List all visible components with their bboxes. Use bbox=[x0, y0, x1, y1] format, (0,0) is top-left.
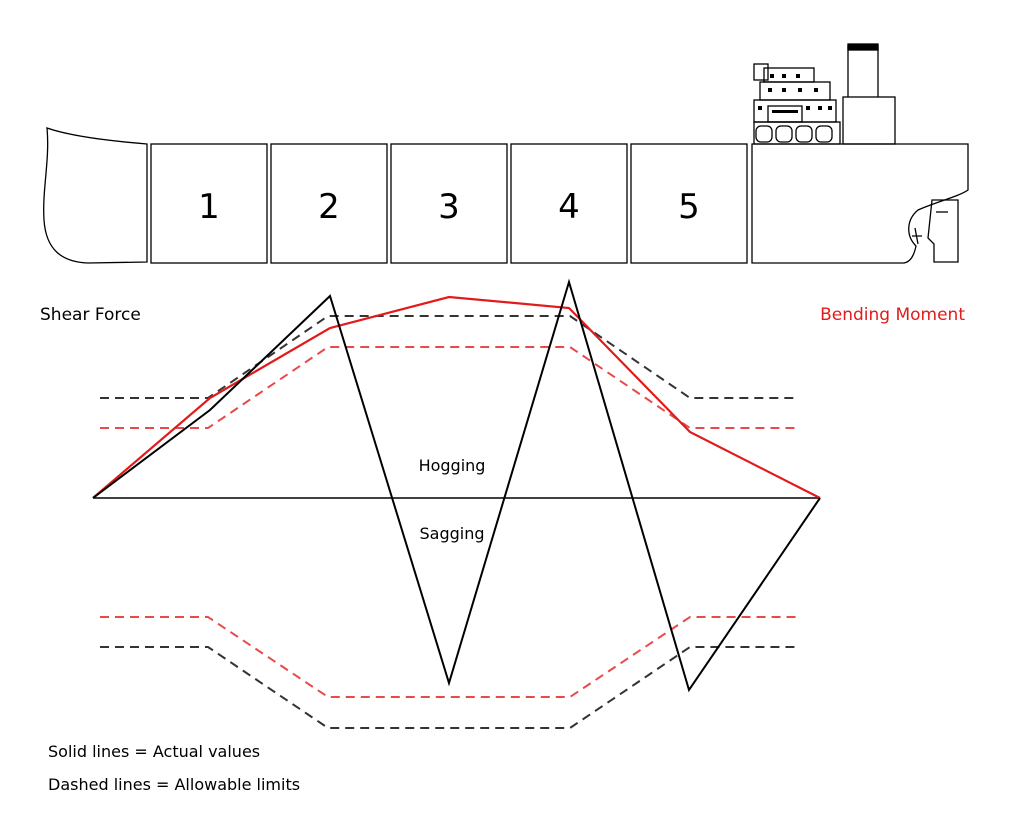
bending-moment-curve bbox=[92, 295, 821, 499]
bending-limit-upper bbox=[100, 346, 798, 429]
hold-label-4: 4 bbox=[558, 187, 580, 227]
hogging-label: Hogging bbox=[419, 456, 486, 475]
sagging-label: Sagging bbox=[419, 524, 484, 543]
bending-limit-lower bbox=[100, 616, 798, 698]
hold-2 bbox=[270, 143, 388, 264]
ship-outline bbox=[43, 43, 969, 264]
bridge-top bbox=[753, 63, 769, 81]
ship-rudder bbox=[927, 199, 959, 263]
funnel-casing bbox=[842, 96, 896, 145]
hold-5 bbox=[630, 143, 748, 264]
legend-dashed: Dashed lines = Allowable limits bbox=[48, 775, 300, 794]
ship-stern-hull bbox=[751, 143, 969, 264]
allowable-limits bbox=[100, 315, 798, 729]
superstructure-deck-4 bbox=[763, 67, 815, 83]
legend-solid: Solid lines = Actual values bbox=[48, 742, 260, 761]
shear-limit-lower bbox=[100, 646, 798, 729]
hold-label-2: 2 bbox=[318, 187, 340, 227]
hold-label-1: 1 bbox=[198, 187, 220, 227]
hold-label-3: 3 bbox=[438, 187, 460, 227]
hold-4 bbox=[510, 143, 628, 264]
bending-moment-label: Bending Moment bbox=[820, 305, 965, 325]
shear-force-curve bbox=[92, 278, 821, 693]
ship-propeller bbox=[912, 227, 922, 245]
hold-1 bbox=[150, 143, 268, 264]
funnel bbox=[847, 45, 879, 97]
shear-force-label: Shear Force bbox=[40, 305, 141, 325]
hold-3 bbox=[390, 143, 508, 264]
hold-label-5: 5 bbox=[678, 187, 700, 227]
shear-limit-upper bbox=[100, 315, 798, 399]
superstructure-windows bbox=[758, 74, 832, 113]
ship-bow bbox=[43, 127, 148, 264]
